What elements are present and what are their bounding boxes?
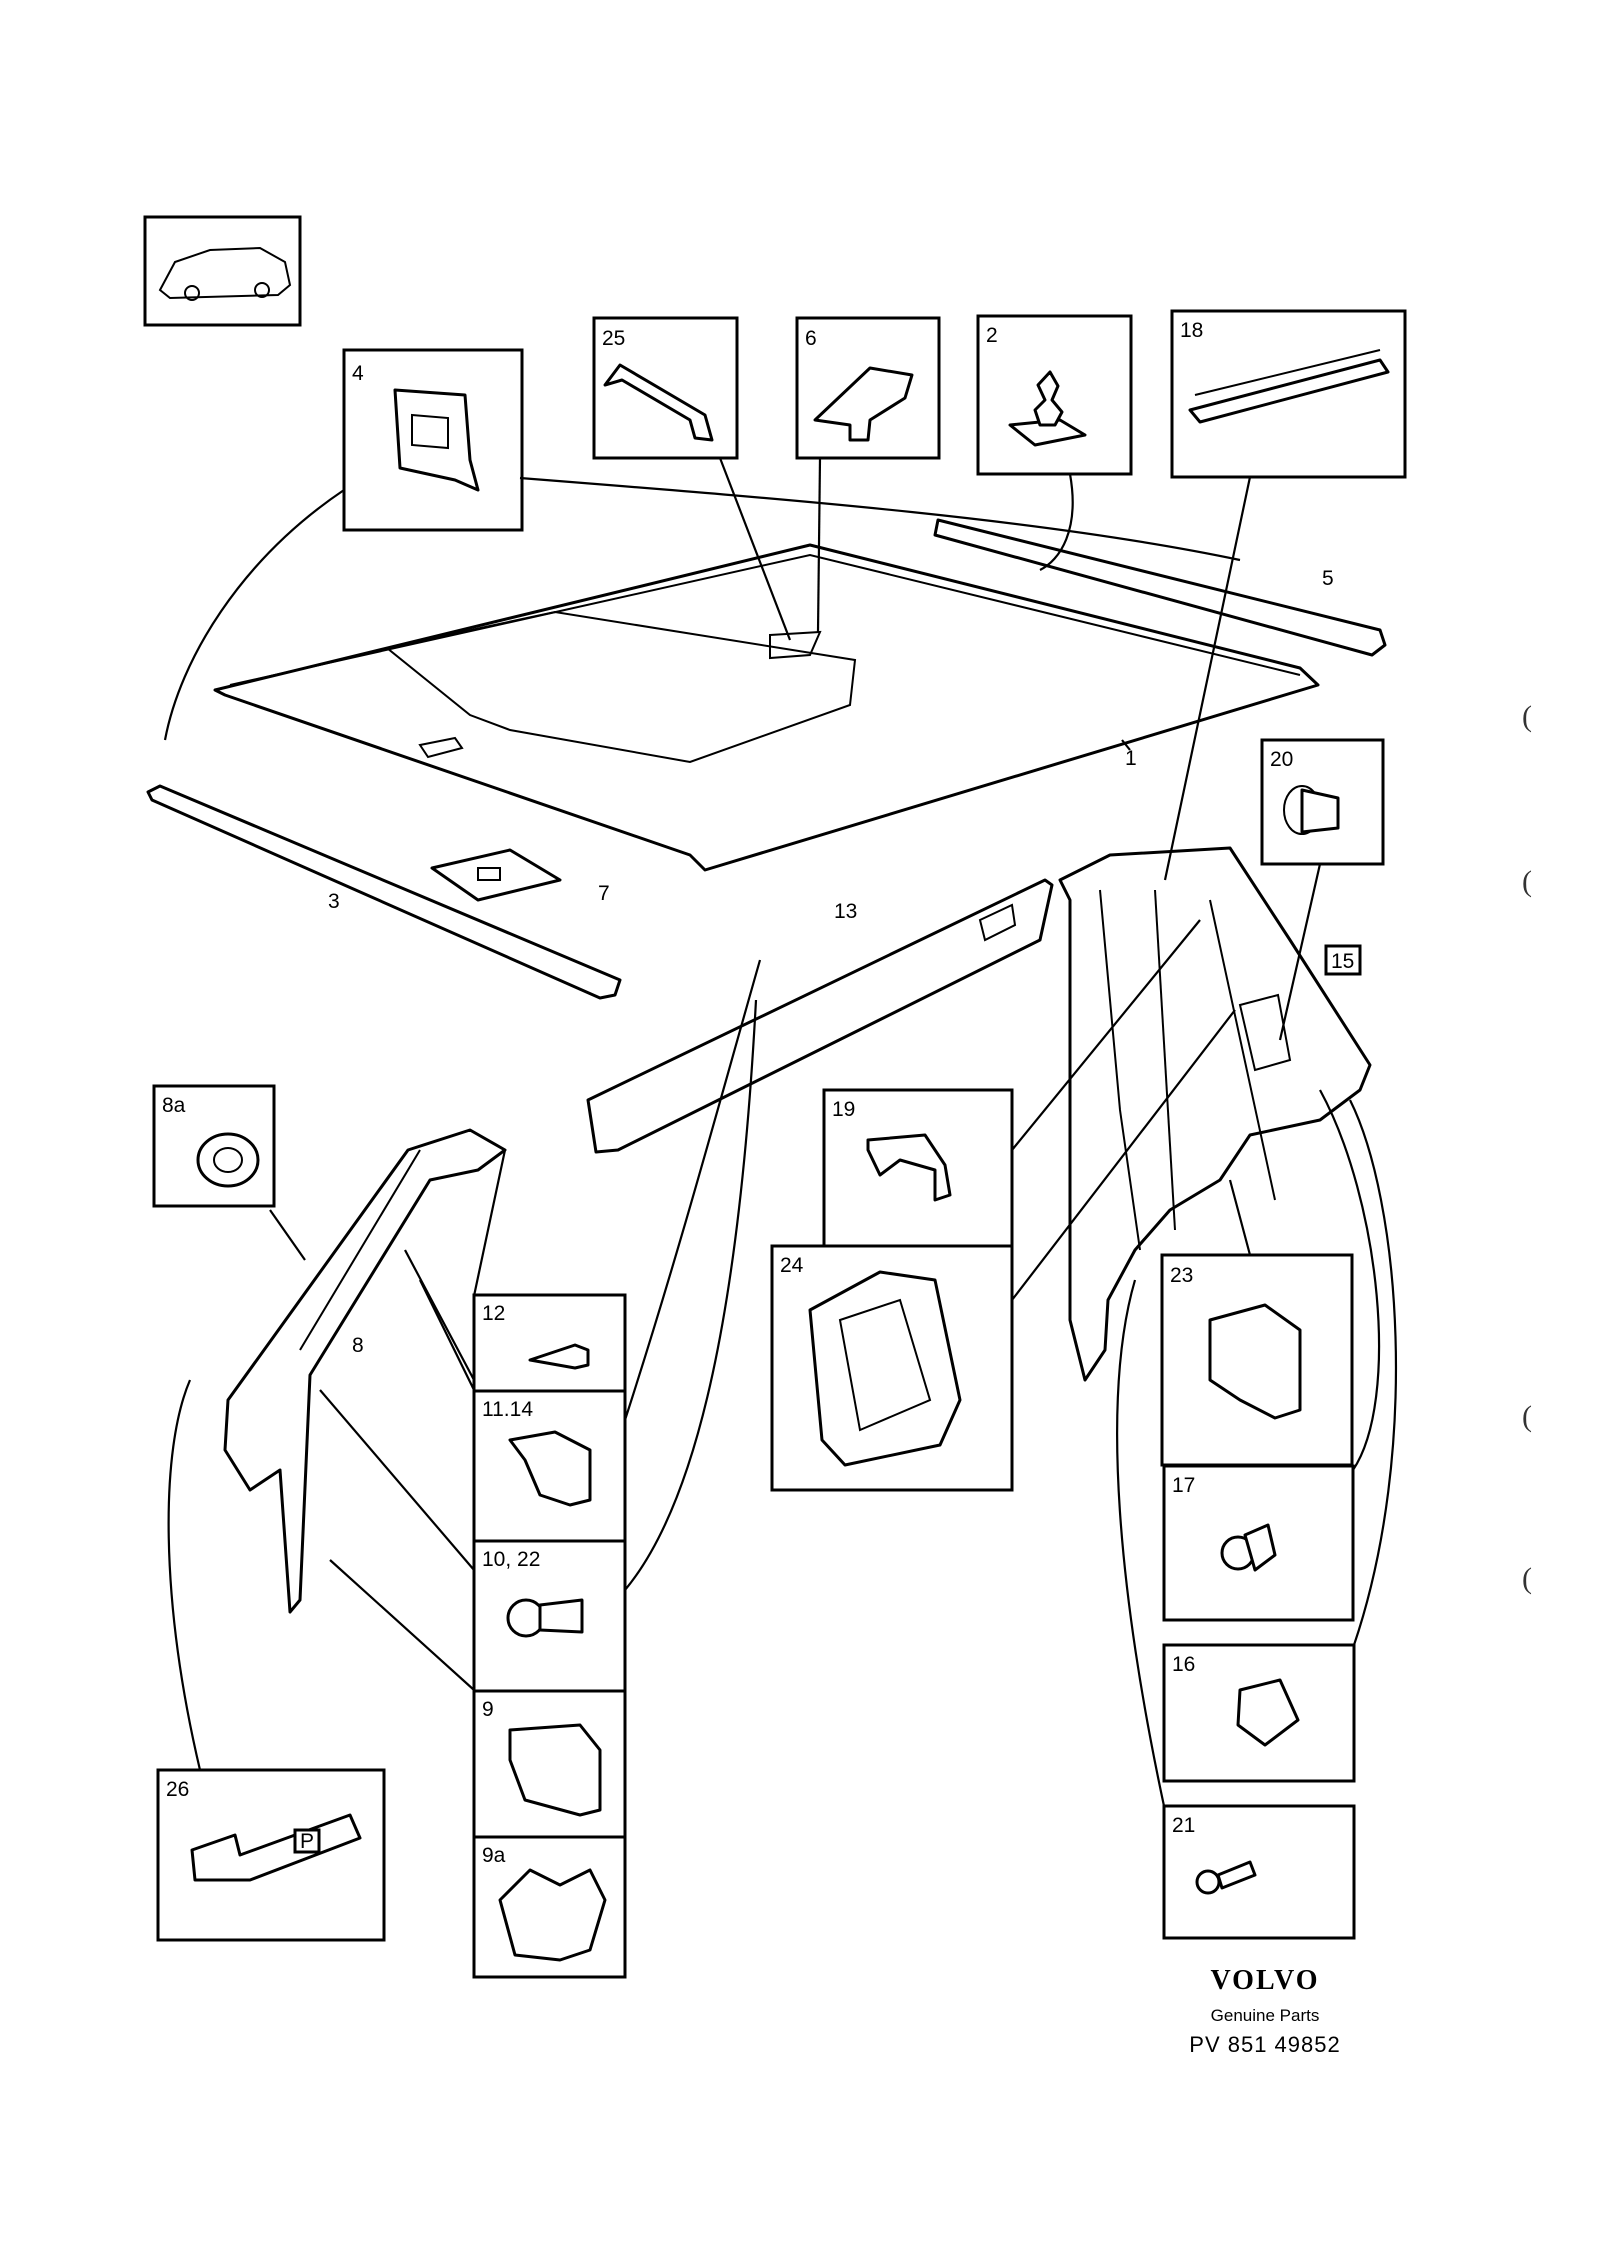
box-item-18: 18 <box>1170 309 1407 479</box>
box-item-25: 25 <box>592 316 739 460</box>
brand-logo: VOLVO <box>1210 1965 1320 1996</box>
margin-mark: ( <box>1522 1562 1532 1595</box>
callout-16: 16 <box>1172 1653 1195 1676</box>
box-item-11-14: 11.14 <box>472 1389 627 1543</box>
box-item-10-22: 10, 22 <box>472 1539 627 1693</box>
callout-12: 12 <box>482 1302 505 1325</box>
callout-8a: 8a <box>162 1094 186 1117</box>
callout-15: 15 <box>1331 950 1354 973</box>
callout-24: 24 <box>780 1254 804 1277</box>
box-item-20: 20 <box>1260 738 1385 866</box>
pillar-trim-item-8: 8 <box>223 1128 507 1614</box>
callout-2: 2 <box>986 324 998 347</box>
callout-1: 1 <box>1125 747 1137 770</box>
callout-17: 17 <box>1172 1474 1195 1497</box>
strip-item-3: 3 <box>146 784 622 1000</box>
callout-9: 9 <box>482 1698 494 1721</box>
box-item-4: 4 <box>342 348 524 532</box>
callout-5: 5 <box>1322 567 1334 590</box>
box-item-9: 9 <box>472 1689 627 1839</box>
box-item-9a: 9a <box>472 1835 627 1979</box>
margin-mark: ( <box>1522 1400 1532 1433</box>
box-item-23: 23 <box>1160 1253 1354 1467</box>
box-item-2: 2 <box>976 314 1133 476</box>
callout-13: 13 <box>834 900 857 923</box>
box-item-16: 16 <box>1162 1643 1356 1783</box>
box-item-8a: 8a <box>152 1084 276 1208</box>
callout-11-14: 11.14 <box>482 1398 533 1421</box>
callout-10-22: 10, 22 <box>482 1548 540 1571</box>
callout-23: 23 <box>1170 1264 1193 1287</box>
box-item-19: 19 <box>822 1088 1014 1248</box>
brand-subtitle: Genuine Parts <box>1210 2006 1320 2025</box>
callout-7: 7 <box>598 882 610 905</box>
callout-9a: 9a <box>482 1844 506 1867</box>
callout-4: 4 <box>352 362 364 385</box>
rail-item-13: 13 <box>586 878 1054 1154</box>
callout-8: 8 <box>352 1334 364 1357</box>
box-item-24: 24 <box>770 1244 1014 1492</box>
margin-mark: ( <box>1522 865 1532 898</box>
part-item-7: 7 <box>430 848 610 905</box>
car-thumbnail <box>143 215 302 327</box>
box-item-6: 6 <box>795 316 941 460</box>
box-item-21: 21 <box>1162 1804 1356 1940</box>
callout-20: 20 <box>1270 748 1293 771</box>
strip-item-5: 5 <box>933 518 1387 657</box>
callout-6: 6 <box>805 327 817 350</box>
margin-mark: ( <box>1522 700 1532 733</box>
callout-19: 19 <box>832 1098 855 1121</box>
callout-25: 25 <box>602 327 625 350</box>
bracket-label-p: P <box>300 1830 314 1853</box>
box-item-12: 12 <box>472 1293 627 1393</box>
callout-18: 18 <box>1180 319 1203 342</box>
diagram-part-number: PV 851 49852 <box>1189 2032 1341 2057</box>
callout-26: 26 <box>166 1778 189 1801</box>
leader-lines <box>163 457 1398 1807</box>
headliner-panel: 1 <box>213 543 1320 872</box>
callout-21: 21 <box>1172 1814 1195 1837</box>
box-item-17: 17 <box>1162 1464 1355 1622</box>
callout-3: 3 <box>328 890 340 913</box>
box-item-26: 26 P <box>156 1768 386 1942</box>
